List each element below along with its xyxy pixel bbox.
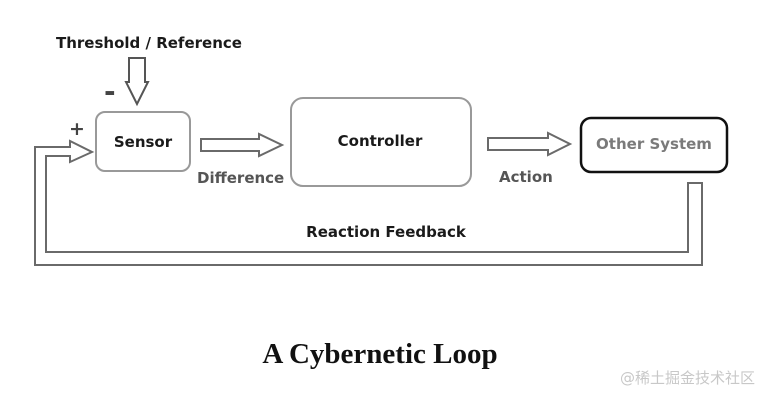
watermark-text: @稀土掘金技术社区 bbox=[620, 369, 755, 387]
sensor-box bbox=[95, 111, 191, 172]
sensor-label: Sensor bbox=[114, 133, 173, 151]
threshold-arrow bbox=[124, 57, 150, 107]
minus-sign: - bbox=[104, 75, 116, 108]
diagram-caption: A Cybernetic Loop bbox=[262, 338, 497, 370]
action-arrow bbox=[487, 131, 573, 157]
difference-label: Difference bbox=[197, 169, 284, 187]
other-system-label: Other System bbox=[596, 135, 712, 153]
controller-label: Controller bbox=[338, 132, 423, 150]
feedback-loop-arrow bbox=[34, 139, 703, 266]
controller-box bbox=[290, 97, 472, 187]
other-system-box bbox=[579, 116, 729, 174]
plus-sign: + bbox=[69, 118, 85, 140]
difference-arrow bbox=[200, 132, 285, 158]
action-label: Action bbox=[499, 168, 553, 186]
threshold-label: Threshold / Reference bbox=[56, 34, 242, 52]
reaction-feedback-label: Reaction Feedback bbox=[306, 223, 467, 241]
